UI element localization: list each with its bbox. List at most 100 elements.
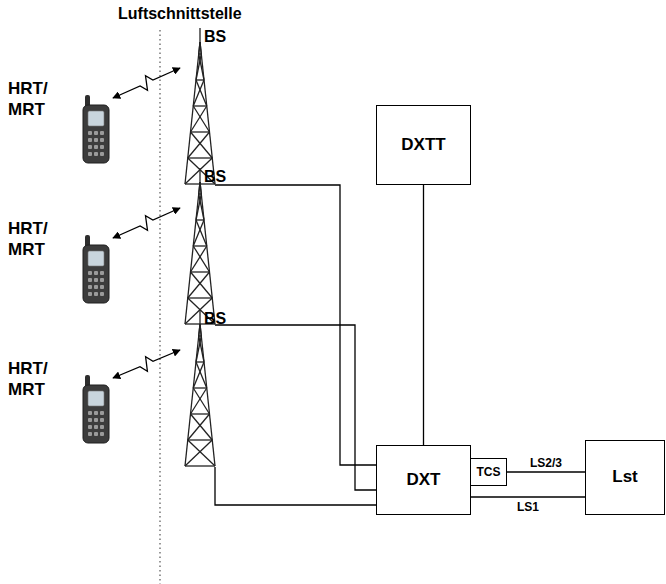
tower-brace — [190, 246, 206, 272]
air-interface-line — [159, 30, 160, 584]
box-label: DXT — [407, 470, 441, 490]
radio-key — [94, 131, 98, 135]
link-label: LS1 — [515, 500, 541, 514]
tower-mast-tip — [199, 28, 200, 42]
radio-key — [100, 285, 104, 289]
tower-brace — [188, 440, 215, 466]
tower-brace — [193, 105, 207, 106]
tower-brace — [196, 336, 201, 362]
tower-brace — [188, 297, 213, 298]
radio-screen — [88, 391, 104, 406]
radio-key — [100, 152, 104, 156]
radio-terminal: HRT/ MRT — [8, 358, 113, 448]
radio-screen — [88, 111, 104, 126]
antenna-tower — [180, 28, 220, 185]
system-box: Lst — [585, 440, 665, 515]
tower-brace — [199, 194, 204, 220]
tower-brace — [193, 80, 204, 106]
tower-brace — [193, 246, 209, 272]
base-station-label: BS — [204, 310, 226, 328]
wire-connector — [215, 467, 376, 505]
radio-body — [83, 245, 109, 303]
radio-key — [100, 425, 104, 429]
antenna-tower — [180, 168, 220, 325]
handheld-radio-icon — [82, 375, 110, 445]
radio-key — [100, 145, 104, 149]
tower-brace — [185, 440, 212, 466]
terminal-label: HRT/ MRT — [8, 218, 56, 260]
radio-link — [113, 68, 180, 98]
radio-key — [88, 271, 92, 275]
radio-key — [88, 278, 92, 282]
base-station: BS — [180, 28, 240, 185]
tower-brace — [190, 106, 206, 132]
radio-key — [88, 432, 92, 436]
radio-key — [88, 285, 92, 289]
tower-brace — [196, 54, 201, 80]
radio-key — [94, 418, 98, 422]
system-box: DXTT — [376, 105, 471, 185]
tower-brace — [190, 413, 209, 414]
tower-brace — [188, 414, 210, 440]
radio-key — [100, 418, 104, 422]
tower-brace — [196, 361, 204, 362]
tower-brace — [185, 465, 215, 466]
radio-body — [83, 105, 109, 163]
radio-terminal: HRT/ MRT — [8, 218, 113, 308]
terminal-label: HRT/ MRT — [8, 78, 56, 120]
tower-brace — [190, 388, 206, 414]
wire-connector — [423, 185, 424, 445]
tower-mast-tip — [199, 168, 200, 182]
tower-brace — [200, 182, 201, 194]
radio-key — [88, 145, 92, 149]
handheld-radio-icon — [82, 235, 110, 305]
tower-brace — [193, 220, 204, 246]
radio-key — [88, 425, 92, 429]
tower-brace — [188, 132, 210, 158]
radio-key — [88, 411, 92, 415]
radio-key — [94, 278, 98, 282]
tower-brace — [196, 219, 204, 220]
tower-brace — [190, 132, 212, 158]
base-station: BS — [180, 168, 240, 325]
tower-brace — [193, 245, 207, 246]
system-box: DXT — [376, 445, 471, 515]
radio-link — [113, 350, 180, 378]
box-label: DXTT — [401, 135, 445, 155]
radio-key — [88, 292, 92, 296]
radio-key — [94, 271, 98, 275]
radio-key — [88, 138, 92, 142]
terminal-label: HRT/ MRT — [8, 358, 56, 400]
radio-terminal: HRT/ MRT — [8, 78, 113, 168]
tower-mast-tip — [199, 310, 200, 324]
tower-brace — [200, 324, 201, 336]
tower-brace — [196, 362, 207, 388]
radio-key — [94, 411, 98, 415]
box-label: TCS — [477, 465, 501, 479]
radio-key — [100, 411, 104, 415]
box-label: Lst — [612, 467, 638, 487]
antenna-tower — [180, 310, 220, 467]
radio-key — [100, 432, 104, 436]
radio-key — [100, 131, 104, 135]
base-station-label: BS — [204, 28, 226, 46]
tower-brace — [196, 80, 207, 106]
radio-key — [94, 432, 98, 436]
handheld-radio-icon — [82, 95, 110, 165]
tower-brace — [190, 271, 209, 272]
tower-brace — [188, 272, 210, 298]
tower-brace — [190, 272, 212, 298]
radio-body — [83, 385, 109, 443]
tower-brace — [196, 194, 201, 220]
radio-screen — [88, 251, 104, 266]
base-station: BS — [180, 310, 240, 467]
radio-key — [94, 138, 98, 142]
tower-brace — [188, 439, 213, 440]
tower-brace — [199, 54, 204, 80]
radio-key — [88, 131, 92, 135]
tower-brace — [193, 387, 207, 388]
wire-connector — [471, 496, 585, 497]
radio-key — [94, 152, 98, 156]
radio-key — [100, 271, 104, 275]
